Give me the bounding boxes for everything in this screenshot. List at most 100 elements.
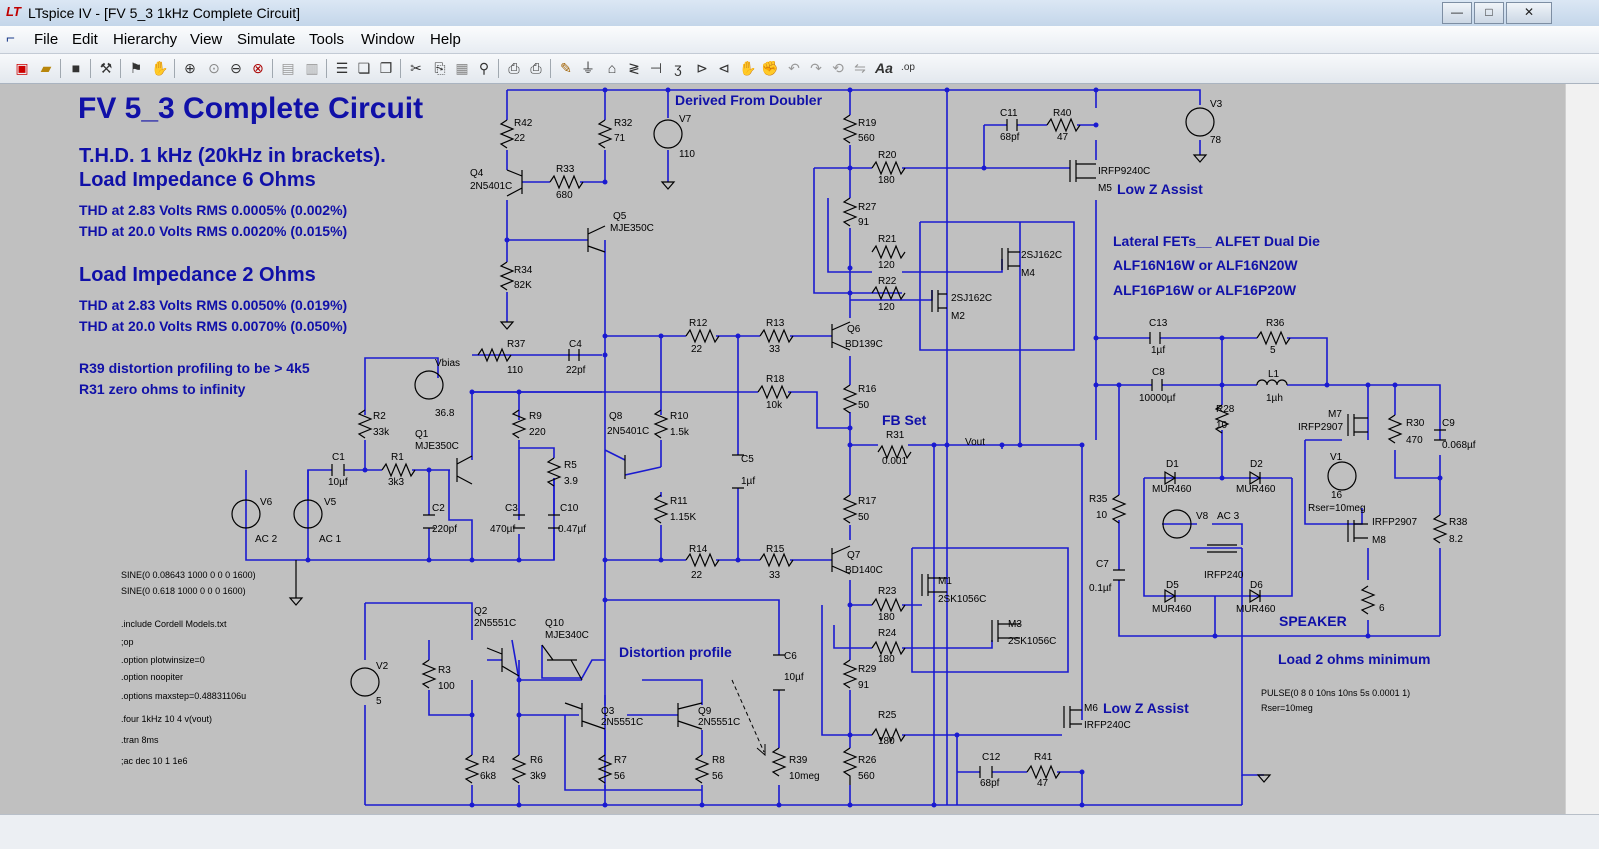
menu-tools[interactable]: Tools bbox=[309, 31, 345, 48]
component-label[interactable]: R14 bbox=[689, 544, 708, 555]
component-label[interactable]: V5 bbox=[324, 497, 337, 508]
component-label[interactable]: 220pf bbox=[432, 524, 457, 535]
component-label[interactable]: R25 bbox=[878, 710, 897, 721]
print-icon[interactable]: ⎙ bbox=[530, 60, 542, 76]
component-label[interactable]: 3.9 bbox=[564, 476, 578, 487]
pulse-directive[interactable]: PULSE(0 8 0 10ns 10ns 5s 0.0001 1) bbox=[1261, 688, 1410, 698]
pan-icon[interactable]: ⊙ bbox=[208, 60, 220, 76]
component-label[interactable]: R35 bbox=[1089, 494, 1108, 505]
component-label[interactable]: D5 bbox=[1166, 580, 1179, 591]
drag-icon[interactable]: ✊ bbox=[761, 60, 779, 76]
component-label[interactable]: C8 bbox=[1152, 367, 1165, 378]
component-label[interactable]: 560 bbox=[858, 771, 875, 782]
pulse-rser[interactable]: Rser=10meg bbox=[1261, 703, 1313, 713]
component-label[interactable]: 2SJ162C bbox=[951, 293, 992, 304]
component-label[interactable]: BD140C bbox=[845, 565, 883, 576]
directive-noopiter[interactable]: .option noopiter bbox=[121, 672, 183, 682]
capacitor-icon[interactable]: ⊣ bbox=[649, 60, 663, 76]
component-label[interactable]: MUR460 bbox=[1236, 604, 1276, 615]
component-label[interactable]: V6 bbox=[260, 497, 273, 508]
component-label[interactable]: Q8 bbox=[609, 411, 623, 422]
component-label[interactable]: M5 bbox=[1098, 183, 1112, 194]
spice-directive-icon[interactable]: .op bbox=[901, 62, 915, 73]
component-label[interactable]: MUR460 bbox=[1152, 604, 1192, 615]
component-label[interactable]: IRFP2907 bbox=[1298, 422, 1343, 433]
component-label[interactable]: 33 bbox=[769, 344, 781, 355]
component-label[interactable]: V3 bbox=[1210, 99, 1223, 110]
component-label[interactable]: R10 bbox=[670, 411, 689, 422]
component-label[interactable]: R32 bbox=[614, 118, 633, 129]
component-label[interactable]: M6 bbox=[1084, 703, 1098, 714]
component-label[interactable]: R11 bbox=[670, 496, 688, 507]
component-label[interactable]: R42 bbox=[514, 118, 533, 129]
component-label[interactable]: R28 bbox=[1216, 404, 1235, 415]
component-label[interactable]: C11 bbox=[1000, 108, 1018, 119]
component-label[interactable]: R39 bbox=[789, 755, 808, 766]
component-label[interactable]: Q4 bbox=[470, 168, 484, 179]
mirror-icon[interactable]: ⇋ bbox=[854, 60, 866, 76]
diode-icon[interactable]: ⊳ bbox=[696, 60, 708, 76]
component-label[interactable]: 120 bbox=[878, 260, 895, 271]
component-label[interactable]: MJE350C bbox=[610, 223, 654, 234]
component-label[interactable]: C2 bbox=[432, 503, 445, 514]
component-label[interactable]: AC 1 bbox=[319, 534, 342, 545]
menu-simulate[interactable]: Simulate bbox=[237, 31, 296, 48]
menu-window[interactable]: Window bbox=[361, 31, 415, 48]
ground-icon[interactable]: ⏚ bbox=[581, 60, 595, 76]
component-label[interactable]: C1 bbox=[332, 452, 345, 463]
component-label[interactable]: 1.5k bbox=[670, 427, 690, 438]
component-label[interactable]: R37 bbox=[507, 339, 526, 350]
cancel-zoom-icon[interactable]: ▤ bbox=[281, 60, 295, 76]
component-label[interactable]: 68pf bbox=[980, 778, 1000, 789]
component-label[interactable]: AC 2 bbox=[255, 534, 278, 545]
component-label[interactable]: 0.1µf bbox=[1089, 583, 1112, 594]
cut-icon[interactable]: ✂ bbox=[410, 60, 422, 76]
close-button[interactable]: ✕ bbox=[1506, 2, 1552, 24]
directive-include[interactable]: .include Cordell Models.txt bbox=[121, 619, 227, 629]
zoom-fit-icon[interactable]: ⊗ bbox=[252, 60, 264, 76]
print-setup-icon[interactable]: ⎙ bbox=[508, 60, 520, 76]
component-label[interactable]: R5 bbox=[564, 460, 577, 471]
component-label[interactable]: 0.47µf bbox=[558, 524, 586, 535]
component-label[interactable]: 2SK1056C bbox=[938, 594, 986, 605]
component-label[interactable]: Q7 bbox=[847, 550, 861, 561]
zoom-in-icon[interactable]: ⊕ bbox=[184, 60, 196, 76]
component-label[interactable]: MUR460 bbox=[1236, 484, 1276, 495]
component-label[interactable]: 10 bbox=[1096, 510, 1108, 521]
component-label[interactable]: 1.15K bbox=[670, 512, 696, 523]
component-label[interactable]: IRFP2907 bbox=[1372, 517, 1417, 528]
component-label[interactable]: D1 bbox=[1166, 459, 1179, 470]
component-label[interactable]: Q5 bbox=[613, 211, 627, 222]
component-label[interactable]: R30 bbox=[1406, 418, 1425, 429]
component-label[interactable]: Q1 bbox=[415, 429, 429, 440]
menu-edit[interactable]: Edit bbox=[72, 31, 98, 48]
component-label[interactable]: Q3 bbox=[601, 706, 615, 717]
directive-op[interactable]: ;op bbox=[121, 637, 134, 647]
control-panel-icon[interactable]: ⚒ bbox=[99, 60, 113, 76]
new-schematic-icon[interactable]: ▣ bbox=[15, 60, 29, 76]
component-label[interactable]: 56 bbox=[614, 771, 626, 782]
component-label[interactable]: R24 bbox=[878, 628, 897, 639]
component-label[interactable]: R20 bbox=[878, 150, 897, 161]
component-label[interactable]: 6k8 bbox=[480, 771, 497, 782]
component-label[interactable]: C13 bbox=[1149, 318, 1168, 329]
component-icon[interactable]: ⊲ bbox=[718, 60, 730, 76]
open-icon[interactable]: ▰ bbox=[40, 60, 52, 76]
component-label[interactable]: MJE350C bbox=[415, 441, 459, 452]
component-label[interactable]: 1µf bbox=[1151, 345, 1165, 356]
component-label[interactable]: R8 bbox=[712, 755, 725, 766]
component-label[interactable]: C10 bbox=[560, 503, 579, 514]
component-label[interactable]: MJE340C bbox=[545, 630, 589, 641]
component-label[interactable]: M1 bbox=[938, 576, 952, 587]
component-label[interactable]: 68pf bbox=[1000, 132, 1020, 143]
component-label[interactable]: 180 bbox=[878, 175, 895, 186]
component-label[interactable]: D6 bbox=[1250, 580, 1263, 591]
maximize-button[interactable]: □ bbox=[1474, 2, 1504, 24]
component-label[interactable]: C6 bbox=[784, 651, 797, 662]
component-label[interactable]: V7 bbox=[679, 114, 692, 125]
component-label[interactable]: 2SK1056C bbox=[1008, 636, 1056, 647]
component-label[interactable]: 1µh bbox=[1266, 393, 1283, 404]
component-label[interactable]: 10µf bbox=[784, 672, 804, 683]
component-label[interactable]: R29 bbox=[858, 664, 877, 675]
component-label[interactable]: 2N5551C bbox=[474, 618, 516, 629]
